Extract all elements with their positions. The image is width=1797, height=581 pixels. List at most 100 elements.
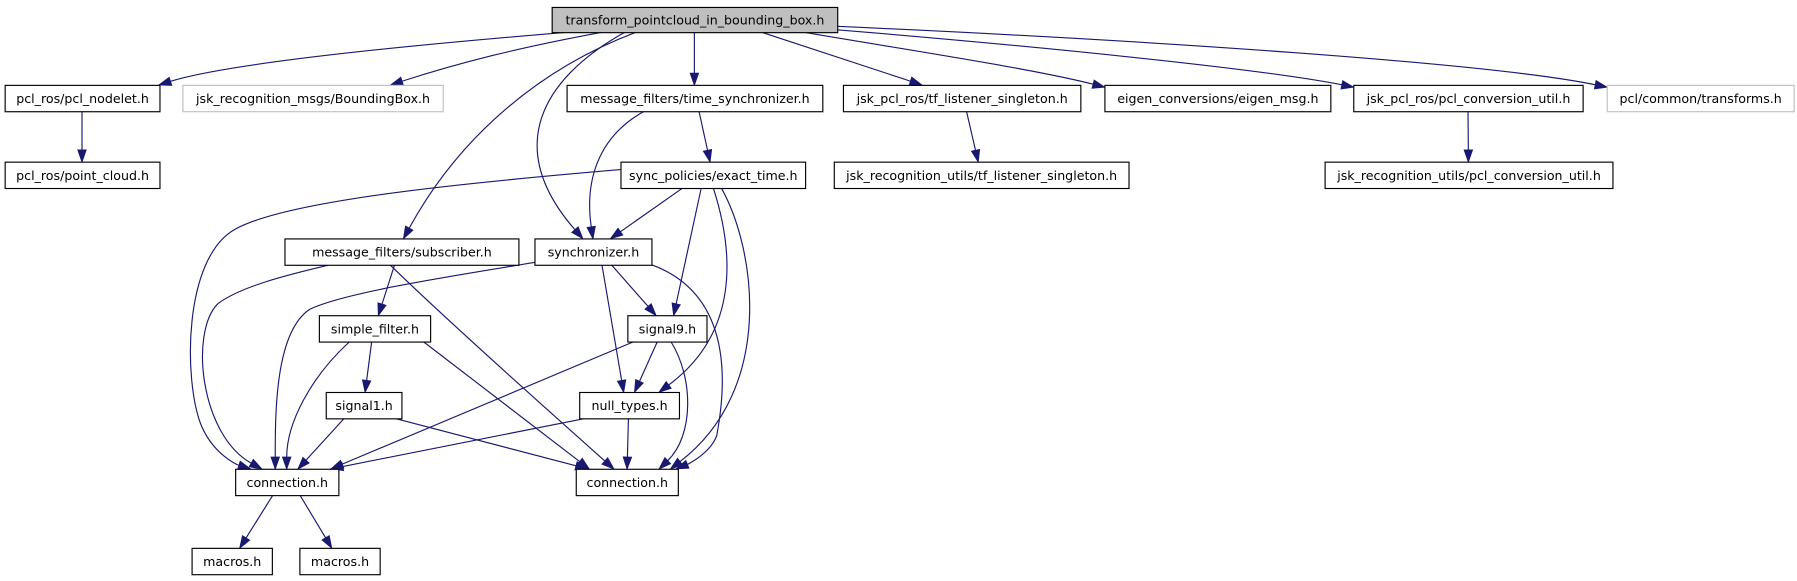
edge-exact_time-to-signal9 — [671, 187, 702, 317]
arrowhead-icon — [689, 72, 700, 87]
node-signal9[interactable]: signal9.h — [627, 315, 708, 343]
edge-line — [965, 111, 977, 151]
edge-line — [536, 31, 626, 231]
node-label: jsk_recognition_utils/tf_listener_single… — [845, 168, 1117, 183]
node-label: null_types.h — [592, 398, 668, 413]
edge-line — [342, 417, 587, 468]
node-transforms: pcl/common/transforms.h — [1606, 84, 1795, 113]
edge-line — [189, 169, 621, 466]
node-label: sync_policies/exact_time.h — [629, 168, 797, 183]
node-box — [575, 468, 679, 497]
arrowhead-icon — [671, 302, 681, 317]
arrowhead-icon — [644, 302, 657, 317]
node-time-sync[interactable]: message_filters/time_synchronizer.h — [566, 84, 824, 113]
arrowhead-icon — [658, 456, 672, 470]
node-rec-pcl-conv[interactable]: jsk_recognition_utils/pcl_conversion_uti… — [1324, 161, 1614, 190]
node-box — [4, 84, 161, 113]
node-pcl-nodelet[interactable]: pcl_ros/pcl_nodelet.h — [4, 84, 161, 113]
node-label: jsk_pcl_ros/pcl_conversion_util.h — [1366, 91, 1571, 106]
edge-time_sync-to-synchronizer — [586, 110, 645, 241]
edge-null_types-to-connection_a — [329, 417, 587, 472]
arrowhead-icon — [601, 457, 615, 470]
node-pcl-conv[interactable]: jsk_pcl_ros/pcl_conversion_util.h — [1353, 84, 1584, 113]
node-box — [182, 84, 444, 113]
edge-line — [422, 341, 581, 463]
node-connection-b[interactable]: connection.h — [575, 468, 679, 497]
edge-simple_filter-to-connection_b — [422, 341, 591, 470]
node-macros-b[interactable]: macros.h — [299, 547, 381, 576]
arrowhead-icon — [658, 380, 672, 393]
edge-line — [366, 341, 373, 381]
arrowhead-icon — [77, 149, 87, 164]
node-label: pcl_ros/point_cloud.h — [16, 168, 149, 183]
node-box — [1104, 84, 1332, 113]
node-signal1[interactable]: signal1.h — [325, 391, 403, 420]
arrowhead-icon — [1340, 80, 1355, 90]
arrowhead-icon — [281, 456, 292, 471]
node-box — [191, 547, 273, 576]
node-eigen-msg[interactable]: eigen_conversions/eigen_msg.h — [1104, 84, 1332, 113]
edge-line — [679, 187, 751, 463]
edge-synchronizer-to-null_types — [601, 264, 627, 394]
node-tf-listener[interactable]: jsk_pcl_ros/tf_listener_singleton.h — [842, 84, 1082, 113]
arrowhead-icon — [908, 76, 924, 86]
edge-line — [610, 264, 649, 307]
arrowhead-icon — [1593, 79, 1609, 90]
node-label: connection.h — [587, 475, 669, 490]
node-label: macros.h — [311, 554, 369, 569]
edge-line — [698, 111, 709, 151]
arrowhead-icon — [270, 456, 281, 471]
node-simple-filter[interactable]: simple_filter.h — [318, 315, 432, 343]
node-box — [833, 161, 1130, 190]
arrowhead-icon — [702, 148, 713, 164]
node-root[interactable]: transform_pointcloud_in_bounding_box.h — [551, 6, 839, 34]
edge-exact_time-to-null_types — [658, 187, 728, 393]
node-subscriber[interactable]: message_filters/subscriber.h — [284, 238, 520, 266]
edge-line — [589, 110, 645, 228]
edge-signal1-to-connection_a — [297, 417, 345, 470]
edge-line — [837, 25, 1596, 86]
edge-signal9-to-null_types — [633, 341, 658, 394]
node-label: simple_filter.h — [331, 321, 419, 336]
node-label: pcl/common/transforms.h — [1620, 91, 1782, 106]
edge-line — [638, 341, 658, 382]
node-label: jsk_recognition_utils/pcl_conversion_uti… — [1336, 168, 1601, 183]
arrowhead-icon — [669, 457, 684, 470]
edge-signal1-to-connection_b — [394, 417, 589, 471]
edge-root-to-time_sync — [689, 32, 700, 87]
node-synchronizer[interactable]: synchronizer.h — [534, 238, 653, 266]
arrowhead-icon — [238, 535, 251, 550]
edge-subscriber-to-connection_a — [201, 264, 331, 470]
node-macros-a[interactable]: macros.h — [191, 547, 273, 576]
node-box — [235, 468, 340, 497]
node-box — [325, 391, 403, 420]
edge-connection_a-to-macros_b — [299, 494, 333, 550]
node-label: synchronizer.h — [548, 245, 640, 260]
node-rec-tf-listener[interactable]: jsk_recognition_utils/tf_listener_single… — [833, 161, 1130, 190]
arrowhead-icon — [361, 379, 372, 394]
edge-line — [299, 494, 327, 539]
edge-line — [619, 187, 684, 233]
edge-root-to-synchronizer — [536, 31, 626, 240]
edge-line — [286, 341, 351, 458]
edge-synchronizer-to-signal9 — [610, 264, 657, 317]
edge-line — [389, 264, 606, 462]
edge-line — [201, 264, 331, 464]
node-null-types[interactable]: null_types.h — [579, 391, 681, 420]
node-point-cloud[interactable]: pcl_ros/point_cloud.h — [4, 161, 161, 190]
edge-line — [305, 417, 345, 461]
node-connection-a[interactable]: connection.h — [235, 468, 340, 497]
edge-subscriber-to-simple_filter — [377, 264, 396, 317]
node-label: macros.h — [203, 554, 261, 569]
node-bbox: jsk_recognition_msgs/BoundingBox.h — [182, 84, 444, 113]
node-label: signal9.h — [639, 321, 696, 336]
edge-root-to-tf_listener — [760, 31, 924, 86]
node-exact-time[interactable]: sync_policies/exact_time.h — [620, 161, 807, 190]
node-label: signal1.h — [335, 398, 392, 413]
node-label: jsk_recognition_msgs/BoundingBox.h — [195, 91, 430, 106]
node-box — [842, 84, 1082, 113]
arrowhead-icon — [237, 460, 252, 470]
node-box — [284, 238, 520, 266]
edge-root-to-eigen_msg — [802, 31, 1107, 89]
